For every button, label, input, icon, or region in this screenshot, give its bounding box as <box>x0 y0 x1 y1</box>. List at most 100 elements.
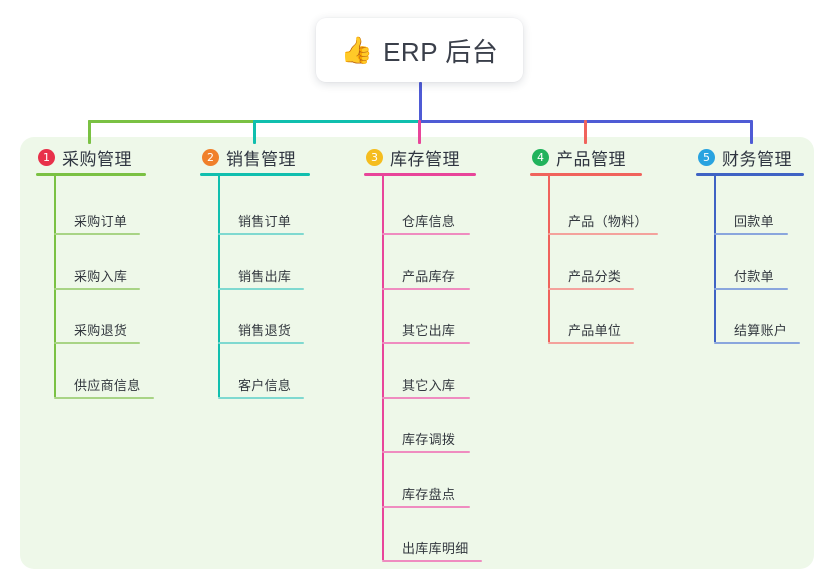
branch-item-rule <box>218 396 304 399</box>
branch-drop-3 <box>418 120 421 144</box>
branch-column-3: 3 库存管理仓库信息产品库存其它出库其它入库库存调拨库存盘点出库库明细 <box>364 143 514 562</box>
branch-item[interactable]: 产品分类 <box>548 266 634 290</box>
branch-item[interactable]: 采购退货 <box>54 320 140 344</box>
branch-item-label: 产品库存 <box>402 268 456 284</box>
branch-item[interactable]: 采购入库 <box>54 266 140 290</box>
branch-item[interactable]: 产品单位 <box>548 320 634 344</box>
branch-header-2[interactable]: 2 销售管理 <box>200 143 350 171</box>
branch-item[interactable]: 付款单 <box>714 266 788 290</box>
branch-item-rule <box>382 505 470 508</box>
branch-item-label: 库存盘点 <box>402 486 456 502</box>
branch-item-rule <box>382 396 470 399</box>
branch-item[interactable]: 产品库存 <box>382 266 470 290</box>
branch-item-rule <box>382 451 470 453</box>
branch-item-label: 出库库明细 <box>402 541 469 556</box>
branch-item-rule <box>54 396 154 399</box>
branch-spine-4 <box>548 176 550 342</box>
branch-spine-1 <box>54 176 56 397</box>
branch-item-rule <box>382 287 470 290</box>
branch-badge-3: 3 <box>366 148 383 166</box>
branch-item-label: 客户信息 <box>238 377 292 393</box>
branch-drop-4 <box>584 120 587 144</box>
branch-header-4[interactable]: 4 产品管理 <box>530 143 680 171</box>
branch-header-rule-5 <box>696 173 804 176</box>
branch-item[interactable]: 其它出库 <box>382 320 470 344</box>
branch-item-rule <box>548 287 634 290</box>
branch-item[interactable]: 采购订单 <box>54 211 140 235</box>
branch-item-label: 产品单位 <box>568 323 622 338</box>
branch-item-rule <box>218 233 304 235</box>
branch-item-rule <box>714 233 788 235</box>
branch-item-label: 付款单 <box>734 268 774 284</box>
branch-header-rule-1 <box>36 173 146 176</box>
branch-badge-4: 4 <box>532 148 549 166</box>
branch-item-label: 销售出库 <box>238 268 292 284</box>
branch-item-label: 采购入库 <box>74 268 128 284</box>
branch-item-label: 结算账户 <box>734 323 788 338</box>
branch-item-rule <box>382 233 470 235</box>
branch-item-label: 供应商信息 <box>74 377 141 393</box>
branch-badge-1: 1 <box>38 148 55 166</box>
branch-spine-3 <box>382 176 384 560</box>
branch-drop-1 <box>88 120 91 144</box>
branch-item-rule <box>54 342 140 344</box>
branch-item-rule <box>714 287 788 290</box>
branch-header-3[interactable]: 3 库存管理 <box>364 143 514 171</box>
branch-title-2: 销售管理 <box>226 149 296 169</box>
branch-item[interactable]: 出库库明细 <box>382 538 482 562</box>
branch-item[interactable]: 销售订单 <box>218 211 304 235</box>
branch-item-label: 其它入库 <box>402 377 456 393</box>
branch-item-label: 销售订单 <box>238 214 292 229</box>
branch-item[interactable]: 产品（物料） <box>548 211 658 235</box>
branch-item-label: 产品分类 <box>568 268 622 284</box>
branch-item-label: 回款单 <box>734 214 774 229</box>
bus-segment-2 <box>253 120 419 123</box>
branch-item[interactable]: 结算账户 <box>714 320 800 344</box>
branch-item-rule <box>714 342 800 344</box>
thumbs-up-icon: 👍 <box>340 35 374 65</box>
branch-badge-2: 2 <box>202 148 219 166</box>
branch-item[interactable]: 其它入库 <box>382 375 470 399</box>
branch-item[interactable]: 销售退货 <box>218 320 304 344</box>
root-node[interactable]: 👍 ERP 后台 <box>316 18 523 82</box>
branch-item-label: 库存调拨 <box>402 432 456 447</box>
branch-item-label: 其它出库 <box>402 323 456 338</box>
branch-drop-2 <box>253 120 256 144</box>
branch-item-rule <box>218 342 304 344</box>
branch-item-rule <box>382 342 470 344</box>
branch-item[interactable]: 供应商信息 <box>54 375 154 399</box>
branch-column-4: 4 产品管理产品（物料） 产品分类产品单位 <box>530 143 680 344</box>
branch-title-3: 库存管理 <box>390 149 460 169</box>
branch-column-2: 2 销售管理销售订单销售出库销售退货客户信息 <box>200 143 350 399</box>
branch-spine-5 <box>714 176 716 342</box>
branch-item[interactable]: 仓库信息 <box>382 211 470 235</box>
branch-item[interactable]: 客户信息 <box>218 375 304 399</box>
content-panel <box>20 137 814 569</box>
branch-item-rule <box>54 233 140 235</box>
branch-item-label: 仓库信息 <box>402 214 456 229</box>
branch-item[interactable]: 销售出库 <box>218 266 304 290</box>
branch-item-rule <box>548 342 634 344</box>
branch-header-rule-2 <box>200 173 310 176</box>
branch-spine-2 <box>218 176 220 397</box>
branch-title-4: 产品管理 <box>556 149 626 169</box>
branch-item-label: 采购退货 <box>74 323 128 338</box>
branch-item-rule <box>548 233 658 235</box>
branch-header-rule-3 <box>364 173 476 176</box>
branch-item[interactable]: 库存盘点 <box>382 484 470 508</box>
branch-item-label: 采购订单 <box>74 214 128 229</box>
branch-item-rule <box>54 287 140 290</box>
root-stem-connector <box>419 82 422 122</box>
branch-title-5: 财务管理 <box>722 149 792 169</box>
bus-segment-1 <box>88 120 254 123</box>
branch-item[interactable]: 库存调拨 <box>382 429 470 453</box>
root-title: ERP 后台 <box>383 36 499 67</box>
branch-drop-5 <box>750 120 753 144</box>
branch-item[interactable]: 回款单 <box>714 211 788 235</box>
branch-item-rule <box>218 287 304 290</box>
branch-item-rule <box>382 560 482 562</box>
